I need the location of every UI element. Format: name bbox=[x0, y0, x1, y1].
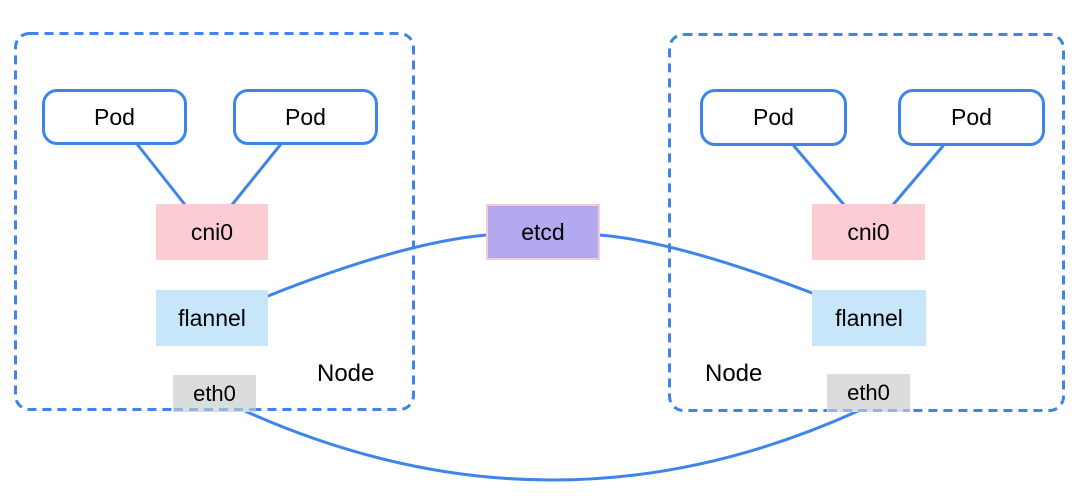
eth0-eth0-link bbox=[243, 409, 860, 482]
flannel-box: flannel bbox=[156, 290, 268, 346]
node-label: Node bbox=[317, 360, 375, 387]
pod1-cni0-link bbox=[135, 142, 188, 208]
pod-box: Pod bbox=[42, 89, 187, 145]
pod3-cni0-link bbox=[792, 144, 847, 208]
flannel-left-etcd-link bbox=[266, 233, 489, 298]
pod4-cni0-link bbox=[890, 144, 945, 208]
eth0-box: eth0 bbox=[827, 374, 910, 412]
node-right-border bbox=[668, 33, 1065, 412]
node-label: Node bbox=[705, 360, 763, 387]
eth0-box: eth0 bbox=[173, 375, 256, 412]
pod-box: Pod bbox=[898, 89, 1045, 146]
pod-box: Pod bbox=[233, 89, 378, 145]
etcd-flannel-right-link bbox=[597, 233, 814, 295]
etcd-box: etcd bbox=[486, 204, 600, 260]
cni0-box: cni0 bbox=[156, 204, 268, 260]
pod-box: Pod bbox=[700, 89, 847, 146]
cni0-box: cni0 bbox=[812, 204, 925, 260]
flannel-box: flannel bbox=[812, 290, 926, 346]
pod2-cni0-link bbox=[229, 142, 283, 208]
